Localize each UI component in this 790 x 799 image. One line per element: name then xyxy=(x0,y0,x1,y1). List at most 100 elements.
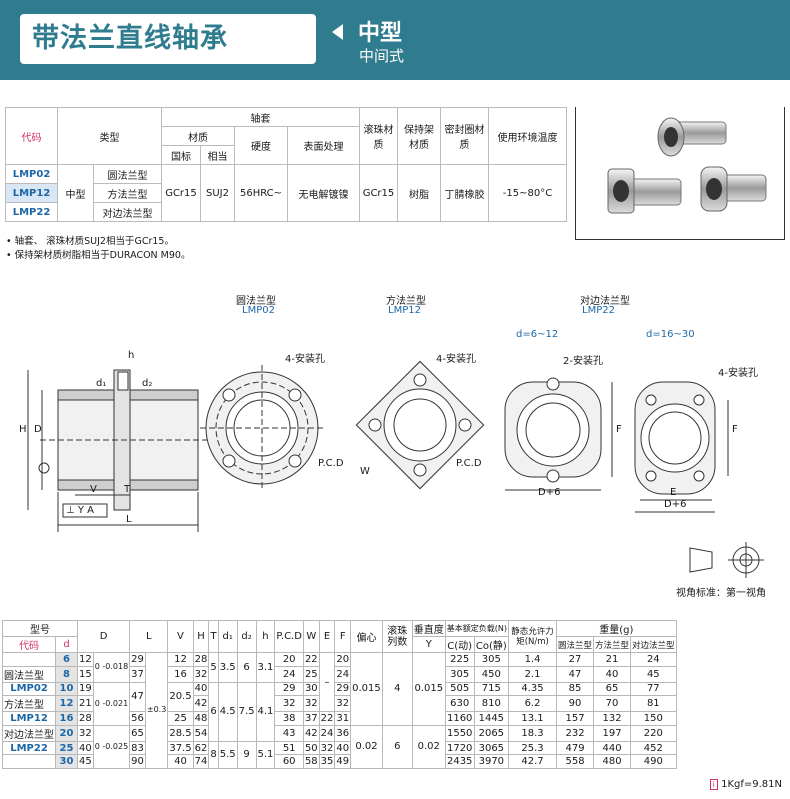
cell-w1: 90 xyxy=(556,695,595,713)
th-V: V xyxy=(167,620,194,653)
cell-F: 49 xyxy=(334,754,352,769)
row-type-label: LMP12 xyxy=(2,711,56,726)
row-type-label: 对边法兰型 xyxy=(2,724,56,742)
cell-C0: 450 xyxy=(473,665,510,683)
cell-C: 505 xyxy=(444,681,475,697)
cell-perp: 0.02 xyxy=(411,724,446,769)
th-L: L xyxy=(129,620,169,653)
cell-D: 15 xyxy=(77,665,94,683)
cell-h: 4.1 xyxy=(255,681,276,742)
pcd-label-square: P.C.D xyxy=(456,458,482,469)
cell-D: 12 xyxy=(77,652,94,667)
cell-w3: 490 xyxy=(630,754,677,769)
cell-w3: 81 xyxy=(630,695,677,713)
cell-w1: 47 xyxy=(556,665,595,683)
th-d1: d₁ xyxy=(217,620,238,653)
cell-F: 36 xyxy=(334,724,352,742)
cell-ecc: 0.02 xyxy=(350,724,383,769)
cell-w2: 132 xyxy=(593,711,632,726)
cell-C0: 305 xyxy=(473,652,510,667)
cell-H: 28 xyxy=(192,652,210,667)
cell-W: 25 xyxy=(302,665,320,683)
th-moment: 静态允许力矩(N/m) xyxy=(508,620,558,653)
cell-d: 20 xyxy=(55,724,78,742)
cell-H: 62 xyxy=(192,740,210,756)
cell-d: 30 xyxy=(55,754,78,769)
spec-h-type: 类型 xyxy=(57,107,162,165)
square-flange-drawing xyxy=(355,360,485,490)
cell-W: 42 xyxy=(302,724,320,742)
cell-w2: 70 xyxy=(593,695,632,713)
cell-d1: 4.5 xyxy=(217,681,238,742)
spec-h-cage: 保持架材质 xyxy=(397,107,441,165)
cell-H: 32 xyxy=(192,665,210,683)
row-type-label xyxy=(2,652,56,667)
cell-V: 37.5 xyxy=(167,740,194,756)
bearing-opposite-image xyxy=(700,166,767,212)
cell-pcd: 43 xyxy=(274,724,304,742)
cell-balls: 6 xyxy=(381,724,413,769)
first-angle-view-icon xyxy=(689,542,764,578)
d-range-large: d=16~30 xyxy=(646,329,695,340)
cell-d1: 3.5 xyxy=(217,652,238,683)
cell-H: 54 xyxy=(192,724,210,742)
cell-moment: 2.1 xyxy=(508,665,558,683)
cell-W: 37 xyxy=(302,711,320,726)
cell-W: 22 xyxy=(302,652,320,667)
cell-h: 5.1 xyxy=(255,740,276,769)
cell-C: 1550 xyxy=(444,724,475,742)
cell-D: 19 xyxy=(77,681,94,697)
dim-E-label: E xyxy=(670,487,677,498)
cell-C: 225 xyxy=(444,652,475,667)
opposite-title: 对边法兰型 xyxy=(580,296,630,307)
cell-pcd: 20 xyxy=(274,652,304,667)
cell-W: 50 xyxy=(302,740,320,756)
th-w1: 圆法兰型 xyxy=(556,636,595,653)
cell-w2: 480 xyxy=(593,754,632,769)
cell-H: 42 xyxy=(192,695,210,713)
cell-C0: 2065 xyxy=(473,724,510,742)
spec-flange: 圆法兰型 xyxy=(93,164,162,184)
row-type-label: 方法兰型 xyxy=(2,695,56,713)
row-type-label: LMP02 xyxy=(2,681,56,697)
product-photo xyxy=(575,107,785,240)
spec-code: LMP22 xyxy=(5,202,58,222)
cell-perp: 0.015 xyxy=(411,652,446,726)
cell-pcd: 29 xyxy=(274,681,304,697)
th-load: 基本额定负载(N) xyxy=(444,620,510,637)
cell-E: – xyxy=(318,651,336,713)
cell-V: 20.5 xyxy=(167,681,194,713)
cell-E: 35 xyxy=(318,754,336,769)
pcd-label-round: P.C.D xyxy=(318,458,344,469)
cell-d2: 6 xyxy=(236,652,257,683)
info-icon: i xyxy=(709,779,718,790)
spec-h-seal: 密封圈材质 xyxy=(440,107,489,165)
cell-d: 16 xyxy=(55,711,78,726)
cell-D: 45 xyxy=(77,754,94,769)
cell-ecc: 0.015 xyxy=(350,652,383,726)
cell-w1: 558 xyxy=(556,754,595,769)
cell-d2: 9 xyxy=(236,740,257,769)
spec-h-code: 代码 xyxy=(5,107,58,165)
cell-w3: 150 xyxy=(630,711,677,726)
cell-C: 2435 xyxy=(444,754,475,769)
round-code: LMP02 xyxy=(242,305,275,316)
spec-code: LMP02 xyxy=(5,164,58,184)
dim-W-label: W xyxy=(360,466,370,477)
spec-gb: GCr15 xyxy=(161,164,201,222)
spec-flange: 方法兰型 xyxy=(93,183,162,203)
cell-V: 12 xyxy=(167,652,194,667)
row-type-label: LMP22 xyxy=(2,740,56,756)
cell-w2: 197 xyxy=(593,724,632,742)
cell-pcd: 38 xyxy=(274,711,304,726)
cell-C: 1720 xyxy=(444,740,475,756)
cell-d: 8 xyxy=(55,665,78,683)
cell-C: 1160 xyxy=(444,711,475,726)
spec-h-surface: 表面处理 xyxy=(287,126,360,165)
cell-V: 40 xyxy=(167,754,194,769)
cell-pcd: 51 xyxy=(274,740,304,756)
spec-code: LMP12 xyxy=(5,183,58,203)
header-banner: 带法兰直线轴承 中型 中间式 xyxy=(0,0,790,80)
